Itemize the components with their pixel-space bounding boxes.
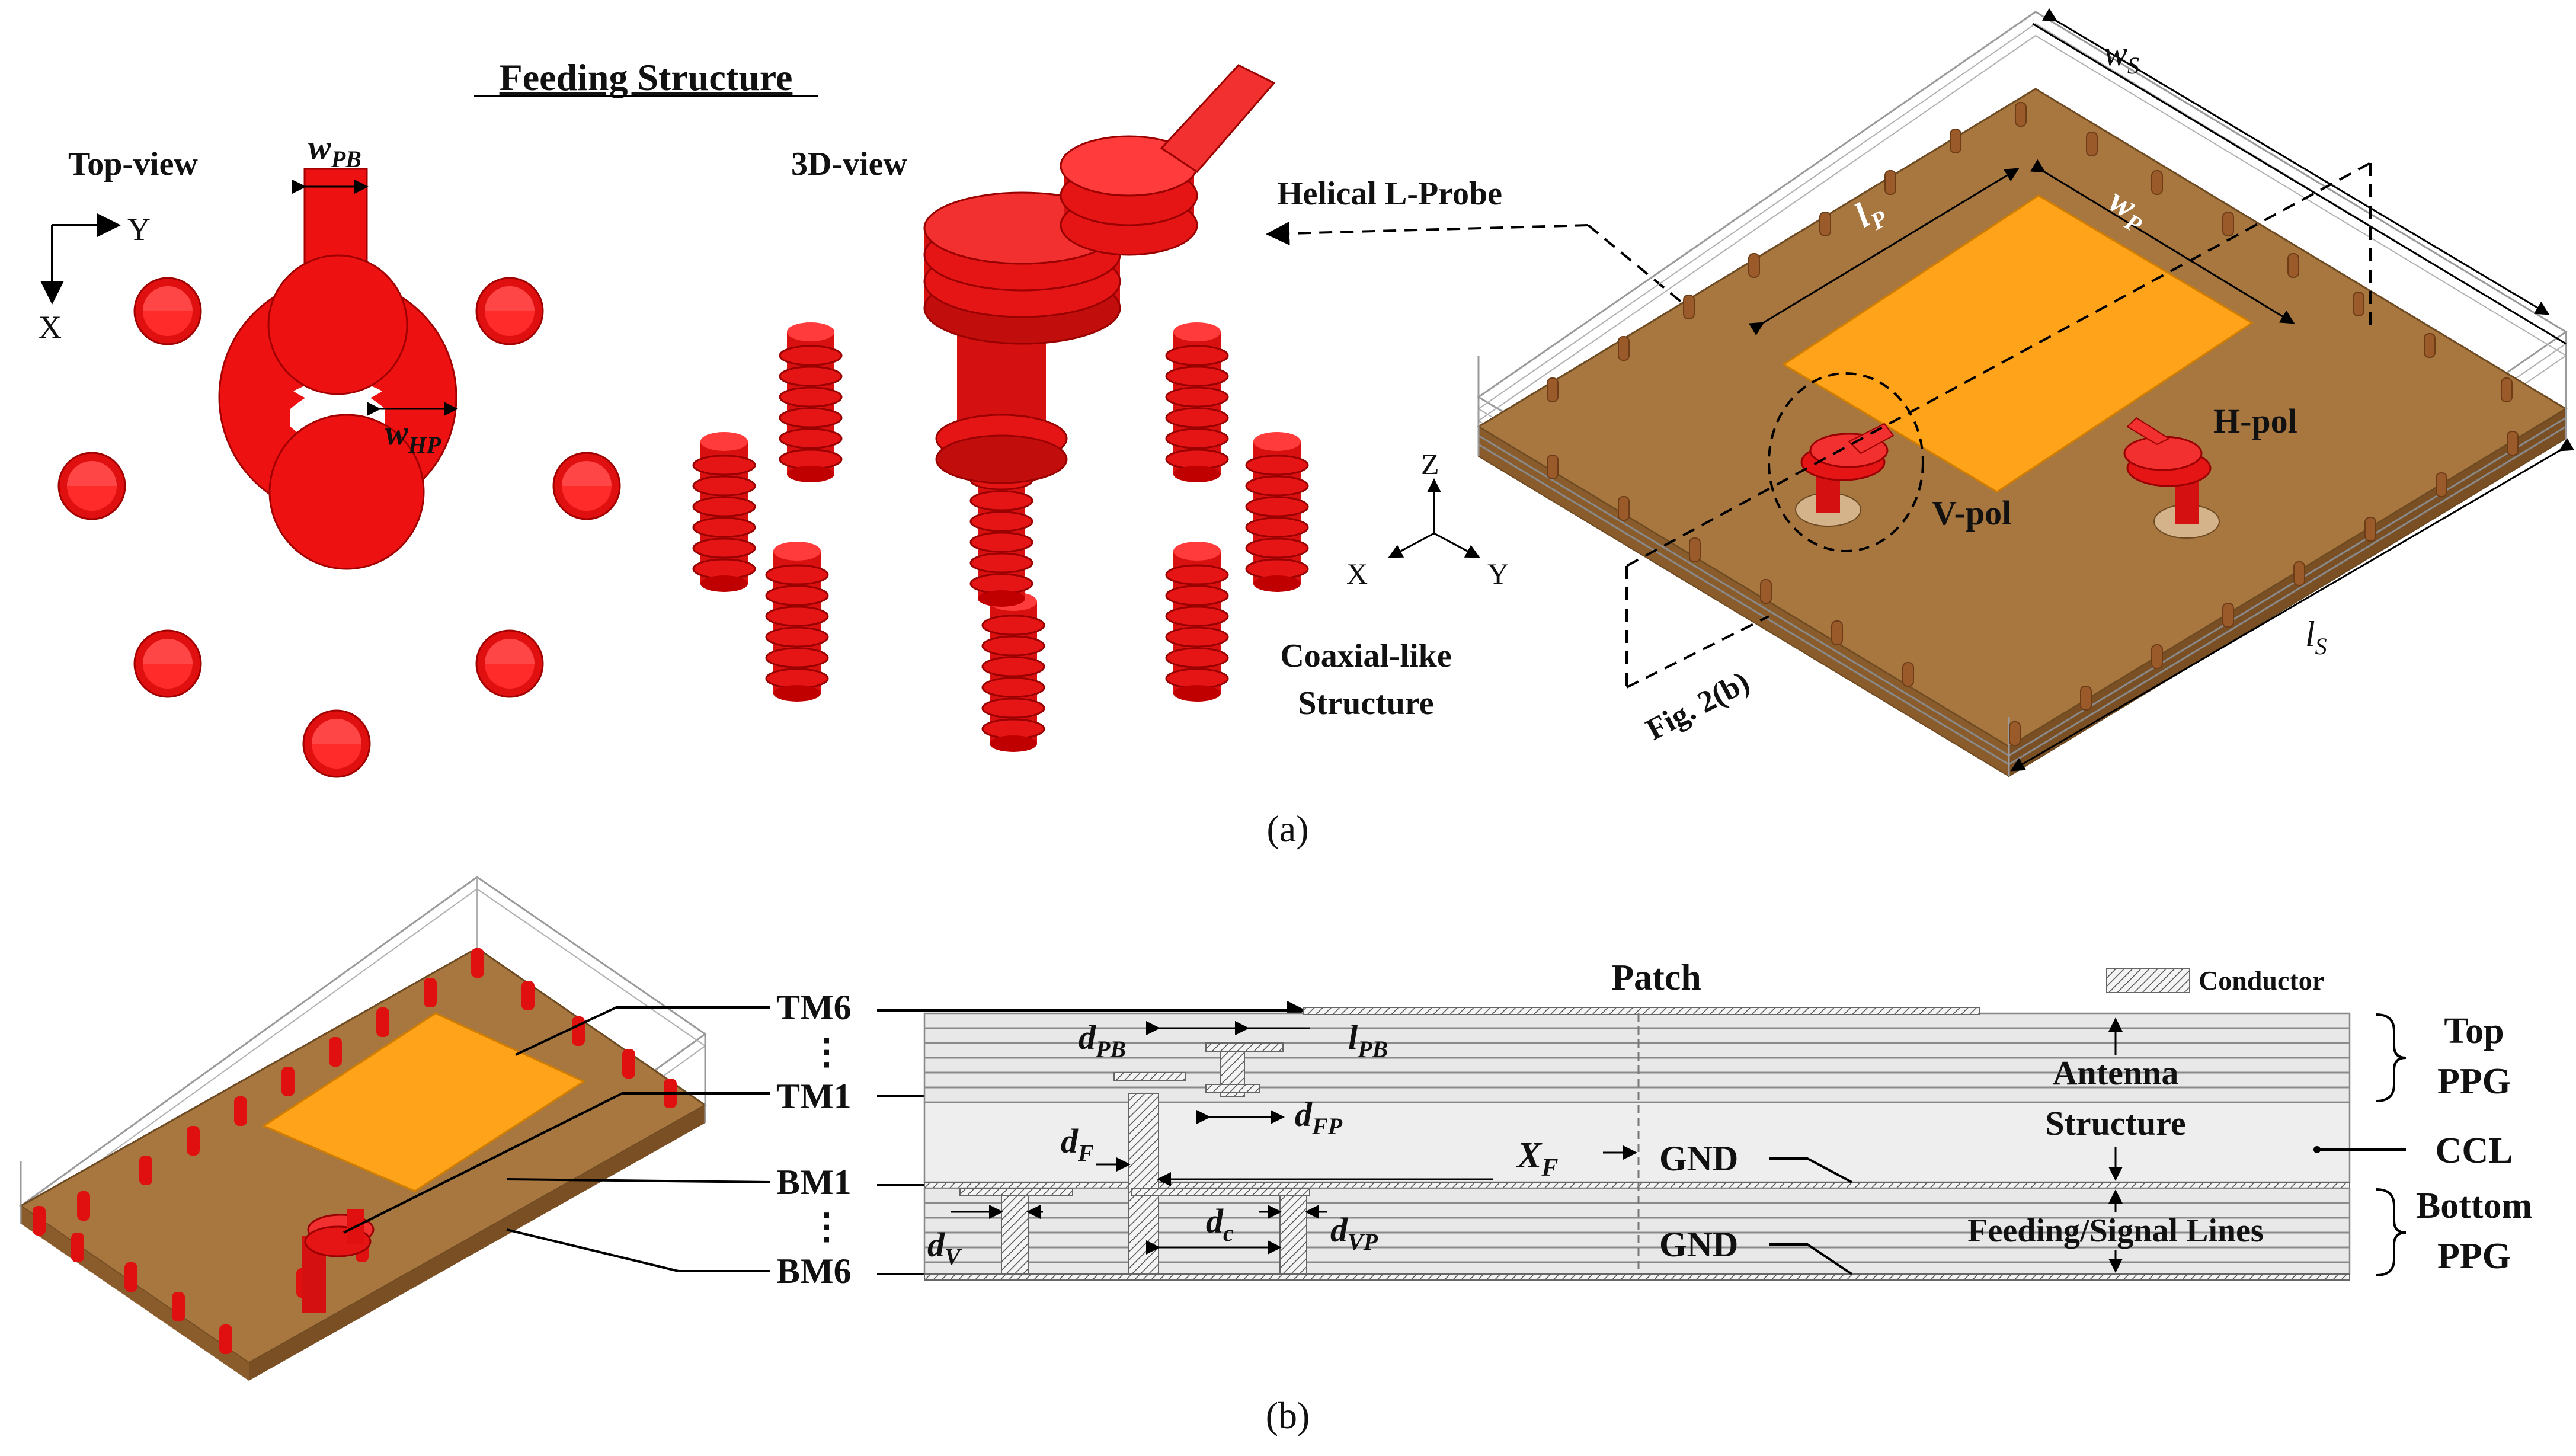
coax-column	[779, 321, 843, 484]
d-v-label: dV	[927, 1225, 962, 1270]
top-ppg-label-1: Top	[2444, 1011, 2504, 1051]
coax-column	[1165, 321, 1229, 484]
axis3d-x-label: X	[1346, 557, 1368, 590]
three-d-view-label: 3D-view	[791, 146, 908, 183]
bottom-ppg-label-2: PPG	[2437, 1236, 2511, 1276]
d-fp-label: dFP	[1295, 1095, 1343, 1140]
via-pad	[552, 452, 621, 520]
structure-label: Structure	[1298, 685, 1433, 722]
via-pad	[302, 709, 371, 778]
feeding-structure-title: Feeding Structure	[500, 56, 793, 98]
coax-column	[692, 431, 756, 593]
gnd-label-2: GND	[1659, 1225, 1738, 1264]
via-pad	[475, 277, 544, 345]
w-hp-label: wHP	[385, 414, 441, 458]
board-probe	[302, 1209, 375, 1313]
axis-y-label: Y	[127, 212, 151, 247]
board-3d-model	[19, 876, 707, 1381]
coax-column	[1245, 431, 1309, 593]
via-pad	[57, 452, 126, 520]
patch-label: Patch	[1611, 958, 1701, 998]
top-view-label: Top-view	[68, 146, 198, 183]
l-pb-label: lPB	[1348, 1018, 1388, 1063]
fig-ref-label: Fig. 2(b)	[1641, 665, 1755, 747]
structure-label-b: Structure	[2045, 1104, 2185, 1143]
v-pol-label: V-pol	[1932, 494, 2011, 532]
axis3d-y-label: Y	[1487, 557, 1509, 590]
bottom-ppg-label-1: Bottom	[2416, 1186, 2532, 1226]
d-f-label: dF	[1061, 1122, 1094, 1166]
antenna-3d-model: H-pol V-pol lP wP wS lS Fig. 2(b)	[1477, 8, 2575, 777]
conductor-legend-label: Conductor	[2199, 965, 2324, 996]
v-pol-probe	[1795, 423, 1895, 527]
h-pol-label: H-pol	[2213, 402, 2297, 440]
ccl-label: CCL	[2436, 1131, 2513, 1171]
via-pad	[475, 629, 544, 698]
caption-b: (b)	[1266, 1394, 1310, 1436]
via-pad	[133, 277, 202, 345]
label-bm1: BM1	[776, 1163, 852, 1202]
caption-a: (a)	[1266, 808, 1308, 850]
feeding-lines-label: Feeding/Signal Lines	[1967, 1212, 2263, 1249]
panel-b: TM6 ⋮ TM1 BM1 ⋮ BM6	[19, 876, 2532, 1436]
d-pb-label: dPB	[1079, 1018, 1126, 1063]
ellipsis-bottom: ⋮	[809, 1207, 844, 1246]
conductor-legend-swatch	[2106, 968, 2190, 993]
gnd-label-1: GND	[1659, 1139, 1738, 1178]
l-s-label: lS	[2305, 615, 2327, 660]
coax-column	[765, 540, 829, 703]
top-view: Top-view Y X wPB wHP	[39, 128, 621, 778]
axis3d-z-label: Z	[1421, 447, 1439, 481]
board-ground-vias	[33, 948, 677, 1354]
label-bm6: BM6	[776, 1252, 852, 1291]
coax-column	[981, 591, 1045, 753]
label-tm6: TM6	[776, 988, 852, 1027]
w-s-label: wS	[2104, 34, 2139, 79]
d-c-label: dc	[1206, 1202, 1234, 1246]
three-d-view: 3D-view Coaxial-like Struct	[692, 64, 1509, 753]
coax-column	[1165, 540, 1229, 703]
top-ppg-label-2: PPG	[2437, 1061, 2511, 1102]
helical-probe-label: Helical L-Probe	[1277, 175, 1502, 212]
label-tm1: TM1	[776, 1077, 852, 1116]
w-pb-label: wPB	[308, 128, 361, 172]
axis-x-label: X	[39, 309, 62, 345]
x-f-label: XF	[1516, 1135, 1558, 1182]
ellipsis-top: ⋮	[809, 1032, 844, 1071]
antenna-label: Antenna	[2053, 1054, 2179, 1092]
panel-a: Feeding Structure Top-view Y X	[39, 8, 2575, 850]
coaxial-label: Coaxial-like	[1280, 638, 1451, 674]
via-pad	[133, 629, 202, 698]
d-vp-label: dVP	[1330, 1211, 1378, 1255]
